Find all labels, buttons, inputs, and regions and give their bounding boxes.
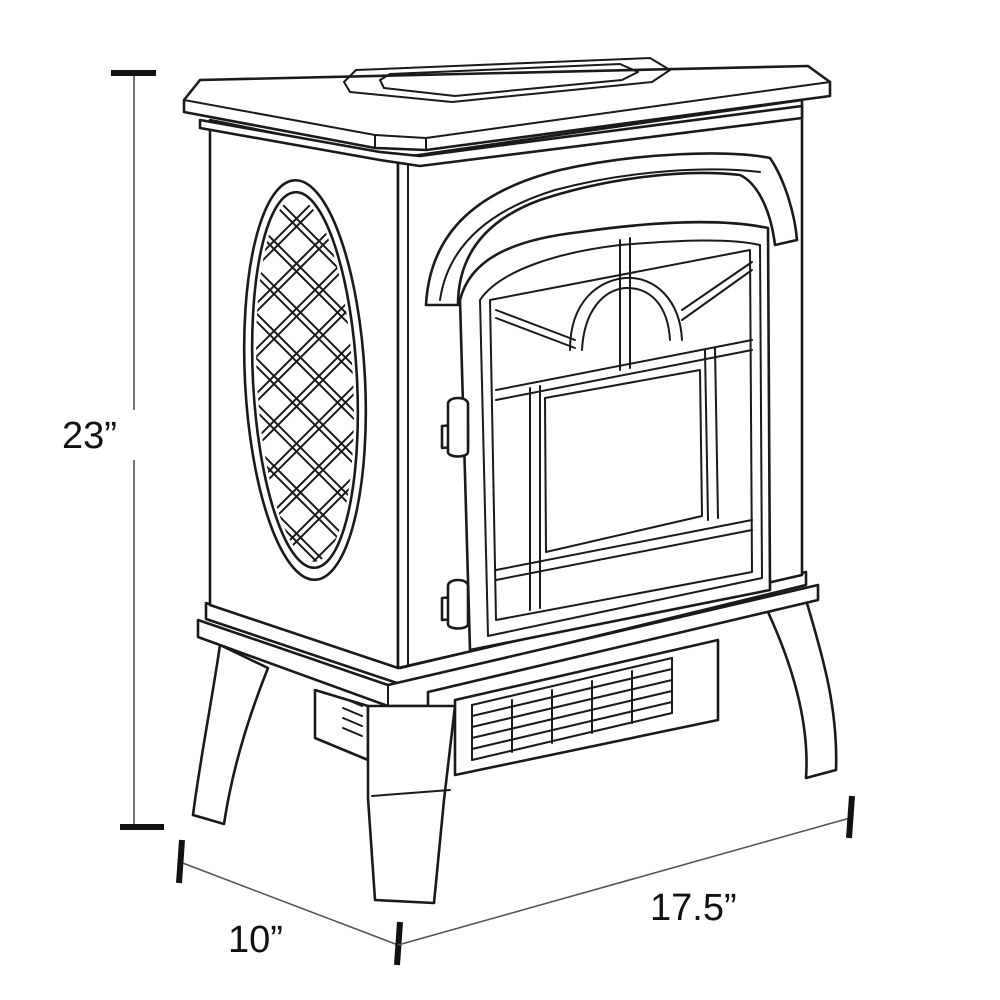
width-label: 17.5” (650, 887, 737, 929)
door-hinge-top (440, 396, 470, 458)
door-hinge-bottom (440, 578, 470, 630)
side-oval-grille (242, 178, 368, 582)
depth-dimension: 10” (176, 839, 403, 966)
electric-stove-heater (182, 57, 838, 905)
depth-label: 10” (228, 919, 283, 961)
back-right-leg (766, 598, 838, 780)
arch-molding (424, 152, 799, 307)
height-dimension: 23” (58, 70, 164, 830)
heater-vent-grille (471, 657, 673, 761)
back-left-leg (191, 643, 270, 826)
top-vent (343, 57, 671, 103)
front-left-leg (366, 704, 457, 905)
height-label: 23” (62, 415, 117, 457)
front-right-leg-seam (371, 789, 451, 797)
fireplace-door (458, 220, 772, 652)
top-slab (182, 57, 832, 168)
width-dimension: 17.5” (397, 795, 855, 946)
heater-fan-box (313, 638, 720, 777)
